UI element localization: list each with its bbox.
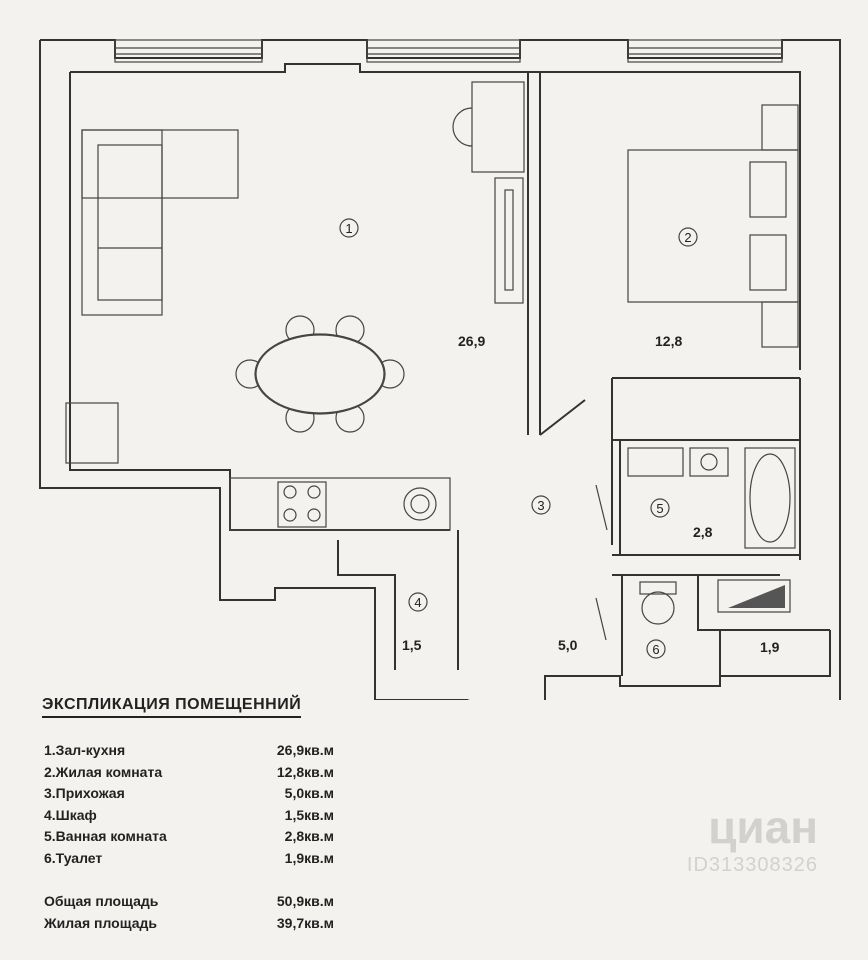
closet-wall (337, 530, 459, 670)
shelf-icon (717, 579, 791, 613)
bed-icon (627, 104, 799, 348)
watermark: циан ID313308326 (687, 800, 818, 877)
svg-text:26,9: 26,9 (458, 333, 485, 349)
toilet-icon (639, 581, 677, 625)
svg-text:5,0: 5,0 (558, 637, 578, 653)
svg-text:6: 6 (652, 642, 659, 657)
svg-text:1,9: 1,9 (760, 639, 780, 655)
svg-text:1: 1 (345, 221, 352, 236)
bathtub-icon (744, 447, 796, 549)
room-label-4: 4 1,5 (402, 592, 428, 653)
svg-text:2,8: 2,8 (693, 524, 713, 540)
svg-text:3: 3 (537, 498, 544, 513)
room-label-1: 1 26,9 (339, 218, 485, 349)
room-label-5: 5 2,8 (650, 498, 713, 540)
outer-wall (39, 39, 841, 700)
legend-title: ЭКСПЛИКАЦИЯ ПОМЕЩЕННИЙ (42, 696, 302, 718)
room-label-3: 3 5,0 (531, 495, 578, 653)
sink-icon (689, 447, 729, 477)
kitchen-counter-icon (229, 477, 451, 531)
partition-wall (527, 72, 586, 436)
room-label-6: 6 1,9 (646, 639, 780, 659)
desk-icon (452, 81, 525, 304)
toilet-wall (612, 574, 830, 676)
svg-text:12,8: 12,8 (655, 333, 682, 349)
sofa-icon (81, 129, 239, 316)
cabinet-icon (65, 402, 119, 464)
windows (114, 39, 783, 63)
bathroom-wall (611, 377, 801, 560)
svg-text:1,5: 1,5 (402, 637, 422, 653)
svg-text:4: 4 (414, 595, 421, 610)
room-label-2: 2 12,8 (655, 227, 698, 349)
washer-icon (627, 447, 684, 477)
watermark-id: ID313308326 (686, 854, 818, 876)
svg-text:2: 2 (684, 230, 691, 245)
watermark-brand: циан (708, 801, 818, 853)
door-icons (468, 484, 608, 700)
dining-table-icon (235, 315, 405, 433)
svg-text:5: 5 (656, 501, 663, 516)
floor-plan: 1 26,9 2 12,8 3 5,0 4 1,5 5 2,8 6 1,9 (39, 39, 841, 700)
